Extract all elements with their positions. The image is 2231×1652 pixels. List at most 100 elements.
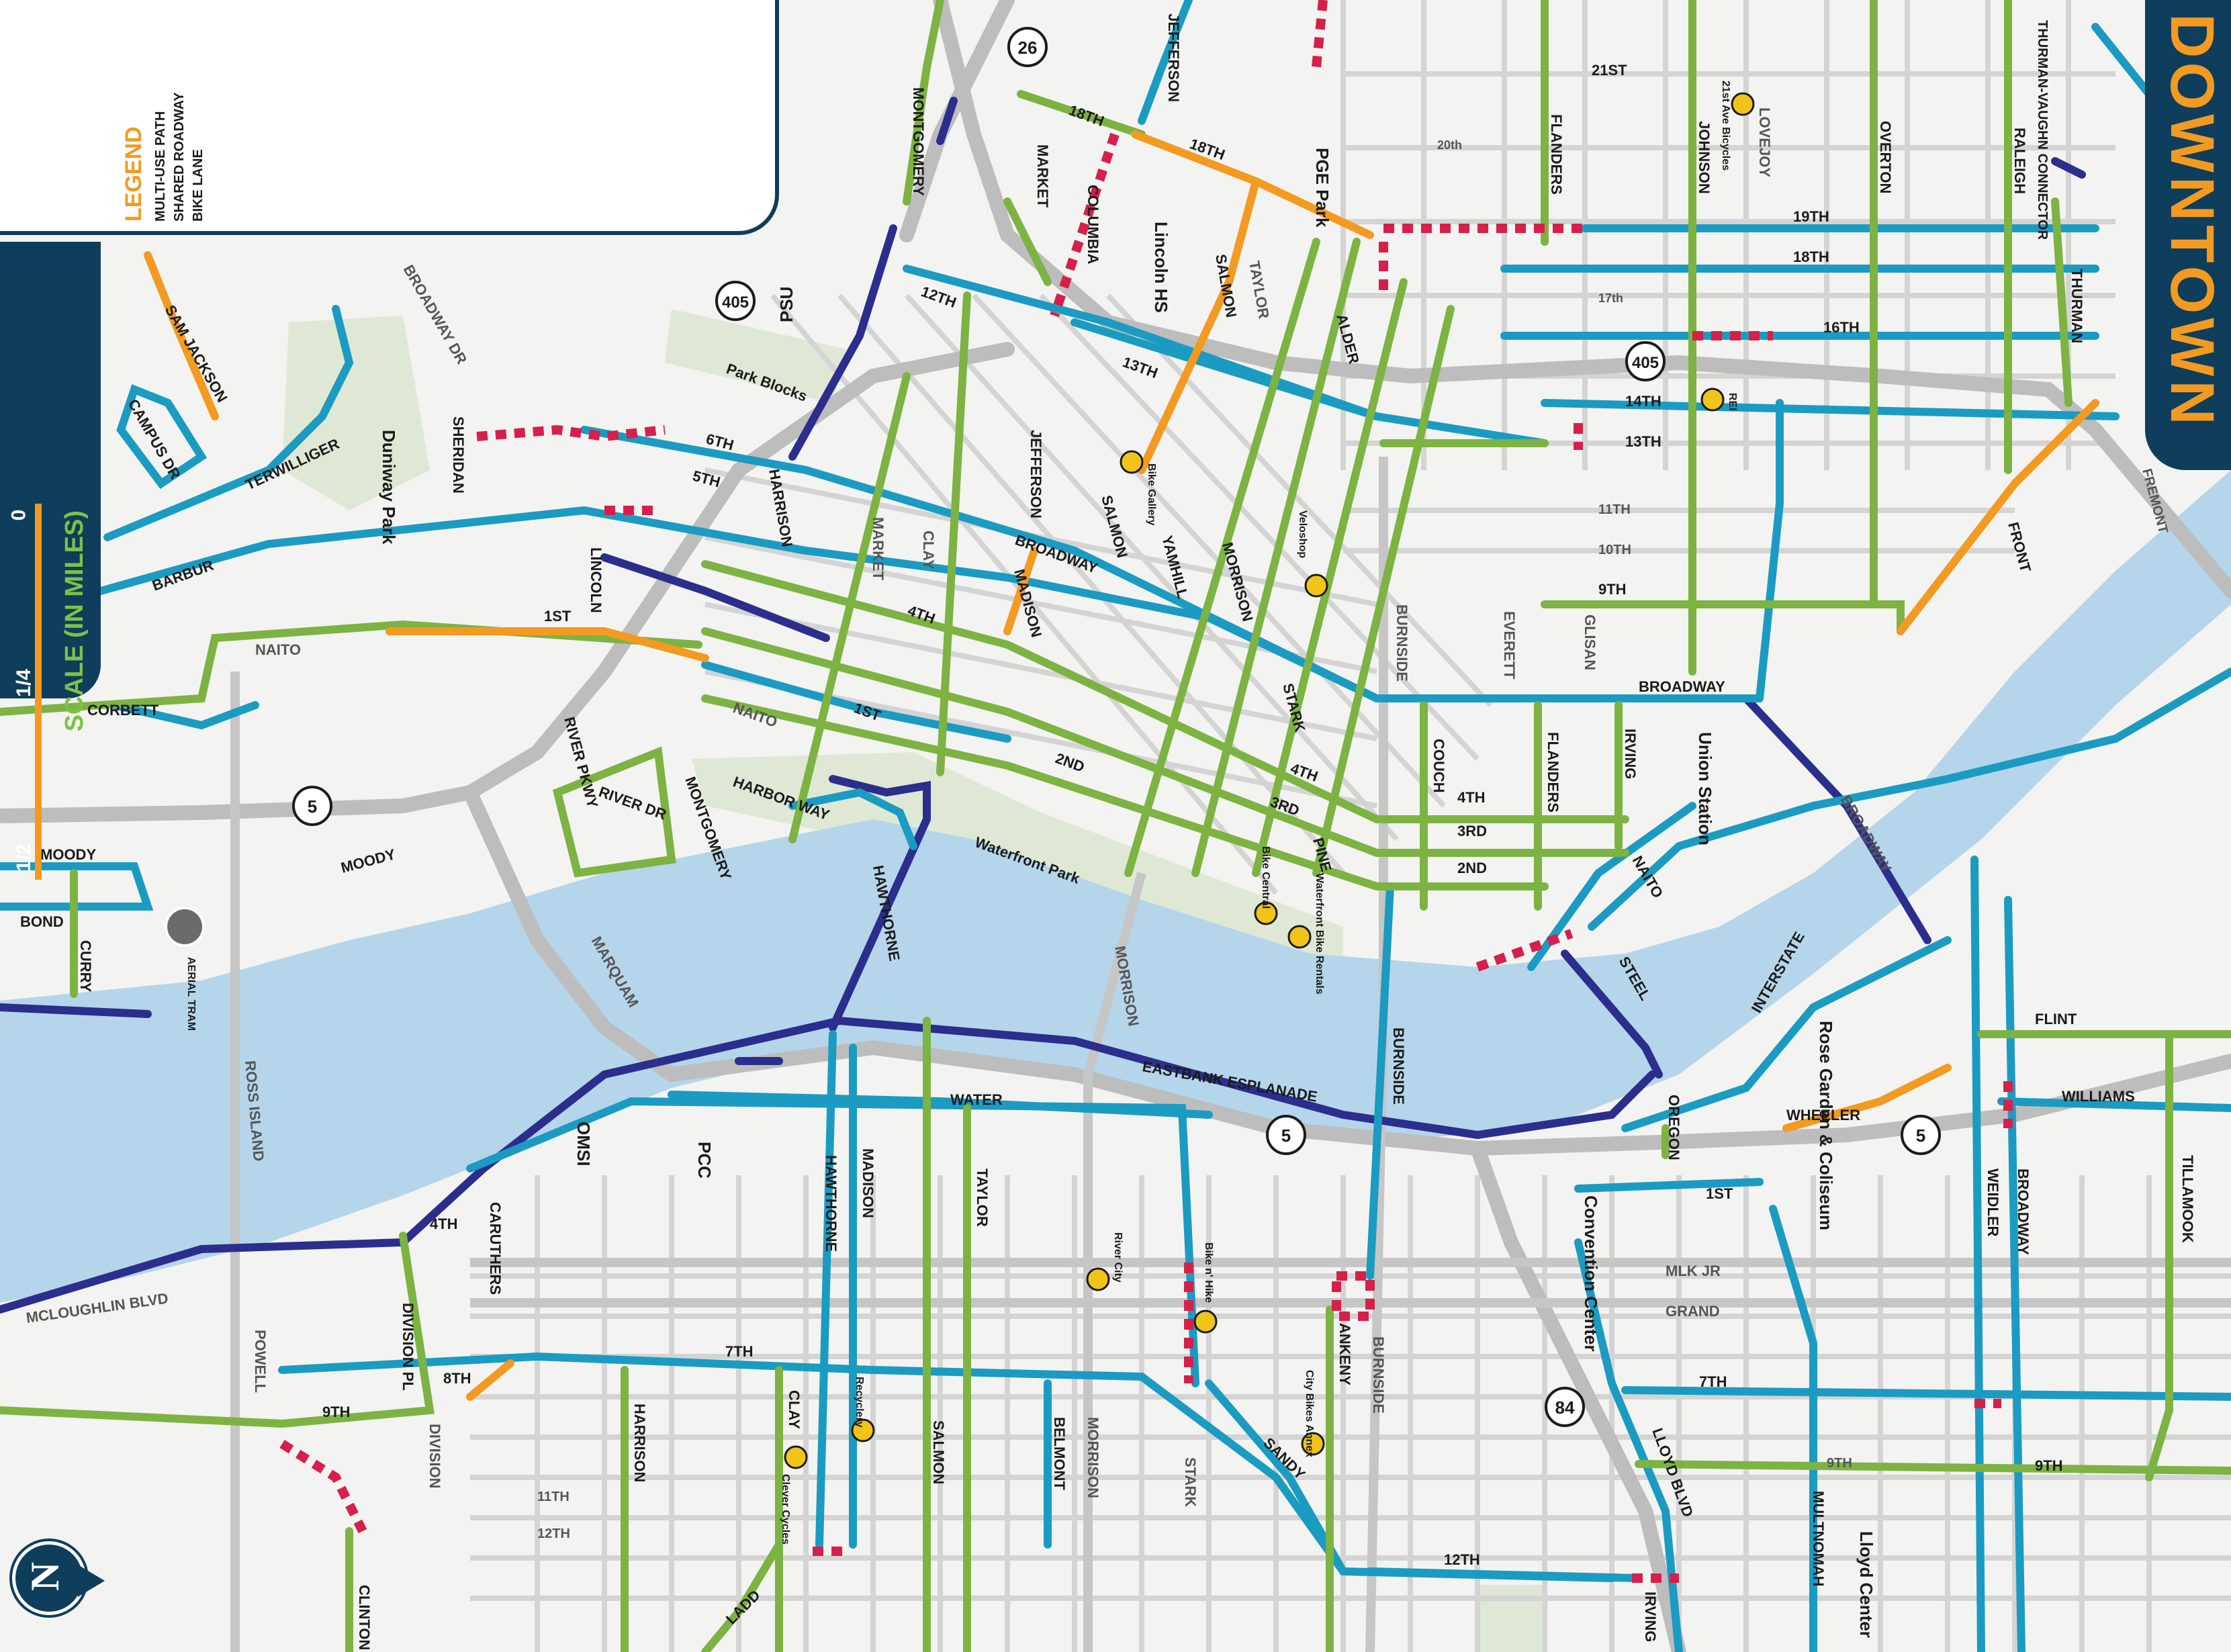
difficult-powell <box>279 1440 367 1534</box>
label-13th-nw: 13TH <box>1625 433 1661 450</box>
shared-morrison <box>1312 305 1455 877</box>
shop-city-bikes-annex[interactable]: City Bikes Annex <box>1301 1370 1325 1457</box>
label-division-pl: DIVISION PL <box>400 1303 416 1391</box>
shop-label: City Bikes Annex <box>1304 1370 1315 1457</box>
shop-21st-ave-bicycles[interactable]: 21st Ave Bicycles <box>1720 81 1755 171</box>
label-11th-se: 11TH <box>537 1489 570 1504</box>
place-psu: PSU <box>776 287 796 322</box>
shop-bike-central[interactable]: Bike Central <box>1254 846 1278 925</box>
shop-bike-gallery[interactable]: Bike Gallery <box>1120 450 1157 526</box>
us26-shield: 26 <box>1007 27 1048 67</box>
grid-lines-nw <box>1340 0 2071 470</box>
place-duniway: Duniway Park <box>379 430 399 545</box>
label-flint: FLINT <box>2035 1011 2077 1027</box>
shared-4th <box>701 560 1629 823</box>
shop-waterfront-rentals[interactable]: Waterfront Bike Rentals <box>1287 873 1325 995</box>
label-9th-mid: 9TH <box>1827 1456 1852 1471</box>
grid-lines-nw-h <box>1343 71 2115 553</box>
i84-label: 84 <box>1555 1397 1575 1418</box>
label-stark-se: STARK <box>1182 1457 1199 1507</box>
bike-shop-icon <box>1731 92 1755 116</box>
label-montgomery: MONTGOMERY <box>910 87 927 196</box>
map-title: DOWNTOWN <box>2158 13 2226 429</box>
shop-clever-cycles[interactable]: Clever Cycles <box>780 1445 808 1545</box>
wide-outside-lanes <box>144 130 2099 1401</box>
scale-tick-quarter: 1/4 <box>12 669 35 697</box>
bike-shop-icon <box>1287 925 1312 949</box>
scale-bar <box>35 504 42 880</box>
label-overton: OVERTON <box>1877 121 1894 193</box>
wide-madison <box>1003 547 1038 635</box>
label-thurman-vaughn: THURMAN-VAUGHN CONNECTOR <box>2035 20 2050 240</box>
montgomery-path <box>936 97 958 145</box>
label-7th-se: 7TH <box>725 1343 754 1360</box>
wide-sam-jackson <box>144 251 219 420</box>
north-letter: N <box>23 1561 68 1592</box>
lane-13th <box>1071 318 1381 420</box>
bike-shop-icon <box>1193 1310 1218 1334</box>
label-burnside-c: BURNSIDE <box>1370 1336 1387 1414</box>
place-pge-park: PGE Park <box>1312 148 1332 228</box>
label-jefferson-b: JEFFERSON <box>1028 430 1044 518</box>
i5-shield-center: 5 <box>1266 1115 1306 1155</box>
shop-bike-n-hike[interactable]: Bike n' Hike <box>1193 1242 1218 1334</box>
lane-weidler <box>1970 856 1985 1652</box>
label-clay-se: CLAY <box>786 1390 803 1429</box>
label-taylor-se: TAYLOR <box>974 1168 991 1227</box>
park-blocks-green <box>665 309 846 403</box>
shop-label: Recyclery <box>854 1377 865 1428</box>
lane-broadway <box>580 506 1381 702</box>
lane-1st-ne <box>1574 1178 1764 1193</box>
major-streets <box>230 457 2231 1652</box>
shared-3rd <box>701 627 1629 857</box>
lane-12th-se <box>1366 1567 1643 1582</box>
place-lincoln-hs: Lincoln HS <box>1151 222 1171 313</box>
lane-7th-ne <box>1621 1386 2231 1401</box>
label-glisan: GLISAN <box>1582 614 1598 670</box>
street-grid <box>470 0 2231 1652</box>
shop-recyclery[interactable]: Recyclery <box>851 1377 875 1442</box>
difficult-steel <box>1475 929 1574 972</box>
label-johnson: JOHNSON <box>1696 121 1713 194</box>
label-irving-se: IRVING <box>1642 1592 1659 1642</box>
bike-shop-icon <box>1086 1267 1110 1291</box>
shared-yamhill <box>1252 278 1408 877</box>
shared-9th-ne <box>1635 1460 2231 1475</box>
place-union-station: Union Station <box>1695 732 1715 845</box>
shop-veloshop[interactable]: Veloshop <box>1297 510 1328 598</box>
label-burnside-b: BURNSIDE <box>1390 1027 1407 1105</box>
shared-tillamook <box>2145 1030 2173 1481</box>
aerial-tram-icon <box>165 907 205 947</box>
shared-9th <box>1541 600 1905 635</box>
grid-lines-se <box>470 1273 2231 1601</box>
label-harrison-se: HARRISON <box>631 1404 648 1482</box>
label-naito-w: NAITO <box>255 641 301 658</box>
i5-label-east: 5 <box>1916 1126 1925 1146</box>
label-mlk: MLK JR <box>1666 1263 1721 1279</box>
shop-river-city[interactable]: River City <box>1086 1232 1124 1291</box>
duniway-park <box>282 316 430 510</box>
label-lincoln: LINCOLN <box>588 547 604 613</box>
label-19th: 19TH <box>1793 208 1829 225</box>
legend-panel: LEGEND MULTI-USE PATH SHARED ROADWAY BIK… <box>0 0 779 235</box>
i405-shield-east: 405 <box>1625 341 1666 381</box>
label-grand: GRAND <box>1666 1303 1720 1320</box>
label-9th-ne: 9TH <box>2035 1457 2063 1474</box>
label-9th-nw: 9TH <box>1598 581 1627 598</box>
lane-harbor <box>788 788 917 850</box>
scale-title: SCALE (IN MILES) <box>60 510 89 732</box>
place-convention: Convention Center <box>1581 1195 1601 1352</box>
lincoln-path <box>600 553 830 642</box>
title-panel: DOWNTOWN <box>2145 0 2231 470</box>
aerial-tram: AERIAL TRAM <box>165 907 205 1031</box>
us26-label: 26 <box>1018 38 1038 58</box>
shop-rei[interactable]: REI <box>1700 387 1738 412</box>
legend-label: MULTI-USE PATH <box>153 111 168 222</box>
shared-market <box>1003 197 1052 286</box>
label-tillamook: TILLAMOOK <box>2179 1155 2196 1243</box>
label-1st-w: 1ST <box>544 608 572 625</box>
i5-label-center: 5 <box>1281 1126 1291 1146</box>
label-everett: EVERETT <box>1501 611 1518 680</box>
bike-shops: 21st Ave Bicycles REI Bike Gallery Velos… <box>780 81 1755 1545</box>
